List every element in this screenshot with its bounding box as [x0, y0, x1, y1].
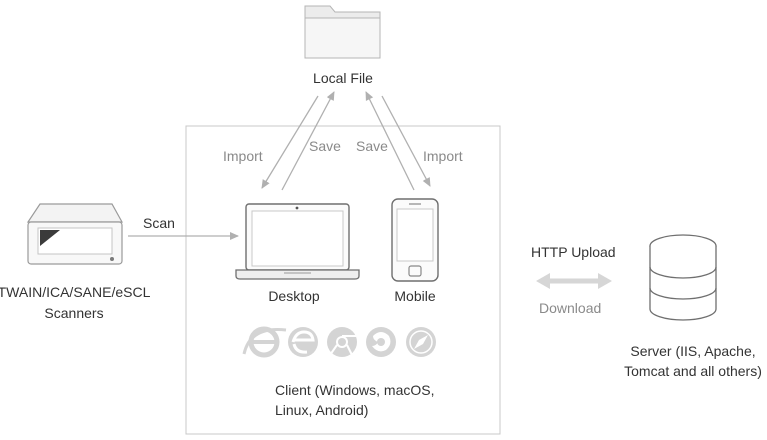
import-desktop-label: Import	[223, 148, 263, 164]
import-mobile-arrow	[381, 95, 431, 187]
save-mobile-label: Save	[356, 138, 388, 154]
save-mobile-arrow	[365, 91, 415, 191]
desktop-label: Desktop	[268, 288, 320, 304]
folder-icon	[304, 5, 381, 59]
firefox-icon	[366, 327, 396, 357]
database-icon	[649, 234, 717, 321]
import-mobile-label: Import	[423, 148, 463, 164]
save-desktop-arrow	[281, 91, 335, 191]
client-label-line2: Linux, Android)	[275, 402, 369, 418]
download-label: Download	[539, 300, 602, 316]
server-label-line1: Server (IIS, Apache,	[630, 343, 756, 359]
client-box	[185, 125, 501, 435]
scanner-label-line1: TWAIN/ICA/SANE/eSCL	[0, 284, 151, 300]
client-label-line1: Client (Windows, macOS,	[275, 382, 435, 398]
http-double-arrow	[536, 273, 612, 289]
save-desktop-label: Save	[309, 138, 341, 154]
http-upload-label: HTTP Upload	[531, 244, 616, 260]
chrome-icon	[327, 327, 357, 357]
server-label-line2: Tomcat and all others)	[624, 363, 762, 379]
edge-icon	[288, 327, 318, 357]
mobile-icon	[391, 198, 439, 282]
mobile-label: Mobile	[394, 288, 436, 304]
safari-icon	[406, 327, 436, 357]
ie-icon	[242, 326, 287, 358]
scan-label: Scan	[143, 215, 175, 231]
local-file-label: Local File	[313, 70, 373, 86]
laptop-icon	[235, 203, 360, 280]
scanner-label-line2: Scanners	[44, 305, 104, 321]
import-desktop-arrow	[261, 95, 319, 189]
scanner-icon	[26, 203, 124, 265]
